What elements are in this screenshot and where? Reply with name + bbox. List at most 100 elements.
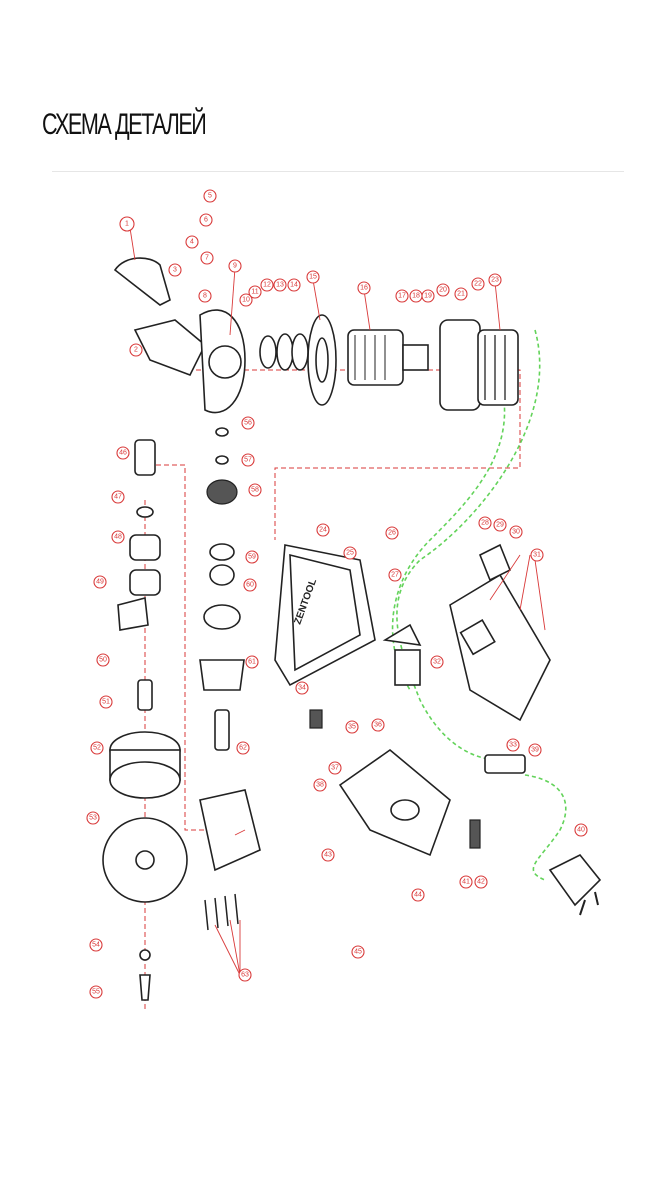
svg-text:31: 31	[533, 552, 541, 559]
callout-5: 5	[203, 189, 217, 203]
svg-text:57: 57	[244, 457, 252, 464]
callout-57: 57	[241, 453, 255, 467]
callout-28: 28	[478, 516, 492, 530]
svg-text:58: 58	[251, 487, 259, 494]
callout-16: 16	[357, 281, 371, 295]
svg-text:52: 52	[93, 745, 101, 752]
svg-text:25: 25	[346, 550, 354, 557]
callout-29: 29	[493, 518, 507, 532]
svg-text:21: 21	[457, 291, 465, 298]
gear-head-housing	[113, 257, 246, 414]
callout-33: 33	[506, 738, 520, 752]
svg-text:54: 54	[92, 942, 100, 949]
svg-text:38: 38	[316, 782, 324, 789]
svg-text:43: 43	[324, 852, 332, 859]
callout-17: 17	[395, 289, 409, 303]
callout-42: 42	[474, 875, 488, 889]
svg-text:6: 6	[204, 217, 208, 224]
svg-text:46: 46	[119, 450, 127, 457]
svg-text:61: 61	[248, 659, 256, 666]
svg-text:32: 32	[433, 659, 441, 666]
svg-text:13: 13	[276, 282, 284, 289]
callout-46: 46	[116, 446, 130, 460]
callout-55: 55	[89, 985, 103, 999]
callout-49: 49	[93, 575, 107, 589]
callout-60: 60	[243, 578, 257, 592]
callout-43: 43	[321, 848, 335, 862]
svg-text:48: 48	[114, 534, 122, 541]
callout-18: 18	[409, 289, 423, 303]
svg-text:35: 35	[348, 724, 356, 731]
callout-11: 11	[248, 285, 262, 299]
svg-text:4: 4	[190, 239, 194, 246]
svg-text:40: 40	[577, 827, 585, 834]
callout-2: 2	[129, 343, 143, 357]
svg-text:50: 50	[99, 657, 107, 664]
callout-20: 20	[436, 283, 450, 297]
svg-text:28: 28	[481, 520, 489, 527]
callout-22: 22	[471, 277, 485, 291]
svg-text:39: 39	[531, 747, 539, 754]
switch-module	[309, 623, 422, 729]
callout-38: 38	[313, 778, 327, 792]
callout-56: 56	[241, 416, 255, 430]
gear-stack	[199, 427, 261, 931]
svg-text:14: 14	[290, 282, 298, 289]
svg-text:44: 44	[414, 892, 422, 899]
backing-pad	[102, 731, 188, 1001]
callout-24: 24	[316, 523, 330, 537]
svg-text:16: 16	[360, 285, 368, 292]
callout-27: 27	[388, 568, 402, 582]
callout-32: 32	[430, 655, 444, 669]
svg-text:17: 17	[398, 293, 406, 300]
callout-54: 54	[89, 938, 103, 952]
callout-7: 7	[200, 251, 214, 265]
svg-text:53: 53	[89, 815, 97, 822]
svg-text:49: 49	[96, 579, 104, 586]
callout-63: 63	[238, 968, 252, 982]
callout-44: 44	[411, 888, 425, 902]
svg-text:10: 10	[242, 297, 250, 304]
motor-housing: ZENTOOL	[274, 544, 376, 687]
svg-text:8: 8	[203, 293, 207, 300]
header-divider	[52, 171, 624, 172]
svg-text:62: 62	[239, 745, 247, 752]
guide-line-shaft	[140, 464, 210, 831]
svg-text:18: 18	[412, 293, 420, 300]
callout-36: 36	[371, 718, 385, 732]
svg-text:59: 59	[248, 554, 256, 561]
svg-text:12: 12	[263, 282, 271, 289]
callout-6: 6	[199, 213, 213, 227]
callout-31: 31	[530, 548, 544, 562]
callout-8: 8	[198, 289, 212, 303]
svg-text:30: 30	[512, 529, 520, 536]
callout-30: 30	[509, 525, 523, 539]
callout-3: 3	[168, 263, 182, 277]
svg-text:5: 5	[208, 193, 212, 200]
svg-text:23: 23	[491, 277, 499, 284]
callout-61: 61	[245, 655, 259, 669]
callout-21: 21	[454, 287, 468, 301]
callout-48: 48	[111, 530, 125, 544]
svg-text:47: 47	[114, 494, 122, 501]
callout-47: 47	[111, 490, 125, 504]
svg-text:29: 29	[496, 522, 504, 529]
svg-text:3: 3	[173, 267, 177, 274]
callout-set: 1 2 3 4 5 6 7 8 9 10 11 12 13 14 15 16 1…	[86, 189, 588, 999]
callout-15: 15	[306, 270, 320, 284]
callout-59: 59	[245, 550, 259, 564]
svg-text:15: 15	[309, 274, 317, 281]
cord-connector	[469, 754, 526, 849]
callout-53: 53	[86, 811, 100, 825]
callout-13: 13	[273, 278, 287, 292]
svg-text:26: 26	[388, 530, 396, 537]
callout-39: 39	[528, 743, 542, 757]
svg-text:56: 56	[244, 420, 252, 427]
callout-58: 58	[248, 483, 262, 497]
callout-62: 62	[236, 741, 250, 755]
svg-text:27: 27	[391, 572, 399, 579]
callout-34: 34	[295, 681, 309, 695]
callout-45: 45	[351, 945, 365, 959]
side-handle	[338, 748, 451, 857]
